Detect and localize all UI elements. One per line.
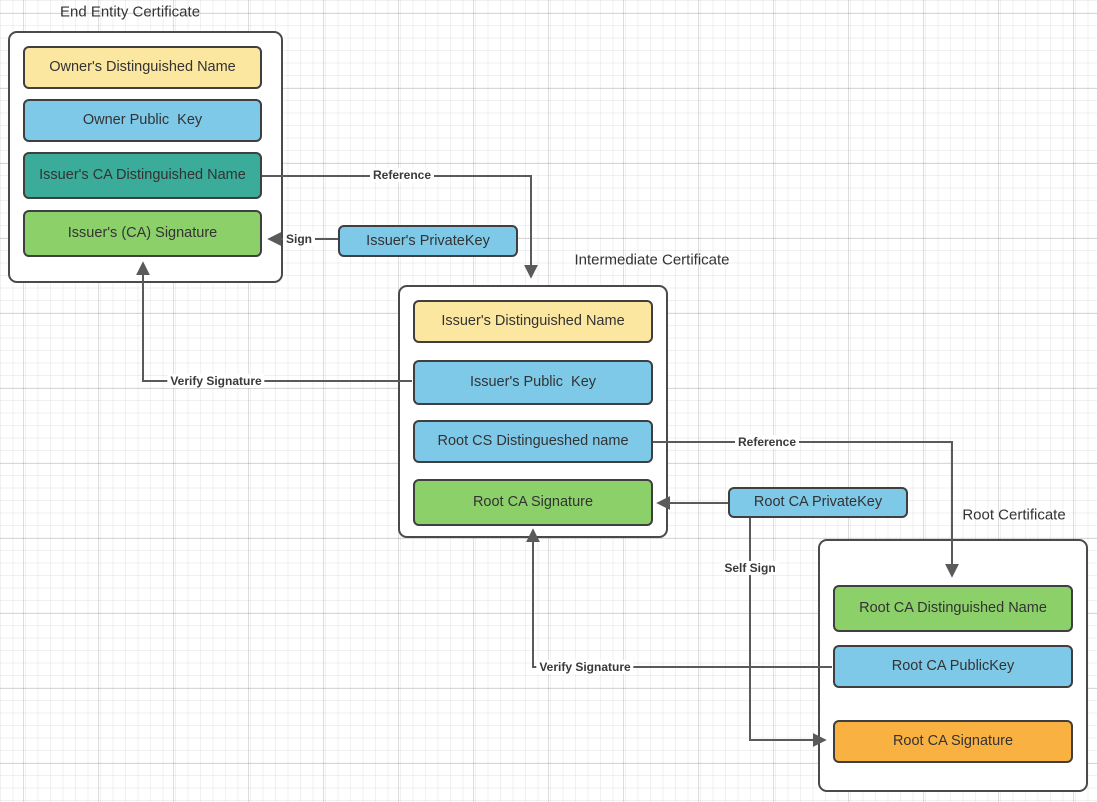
- edge-self-sign[interactable]: [749, 518, 827, 747]
- group-title-intermediate: Intermediate Certificate: [574, 251, 730, 269]
- group-title-end-entity: End Entity Certificate: [59, 3, 201, 21]
- node-issuers-distinguished-name[interactable]: Issuer's Distinguished Name: [413, 300, 653, 343]
- node-root-ca-signature-root[interactable]: Root CA Signature: [833, 720, 1073, 763]
- edge-label-reference-1: Reference: [369, 168, 435, 182]
- edge-label-verify-signature-1: Verify Signature: [167, 374, 265, 388]
- node-root-cs-distingueshed-name[interactable]: Root CS Distingueshed name: [413, 420, 653, 463]
- edge-label-self-sign: Self Sign: [721, 561, 779, 575]
- node-issuers-public-key[interactable]: Issuer's Public Key: [413, 360, 653, 405]
- node-root-ca-publickey[interactable]: Root CA PublicKey: [833, 645, 1073, 688]
- node-issuers-ca-distinguished-name[interactable]: Issuer's CA Distinguished Name: [23, 152, 262, 199]
- edge-label-reference-2: Reference: [734, 435, 800, 449]
- node-owner-public-key[interactable]: Owner Public Key: [23, 99, 262, 142]
- edge-verify-signature-intermediate[interactable]: [526, 528, 832, 668]
- node-root-ca-privatekey[interactable]: Root CA PrivateKey: [728, 487, 908, 518]
- edge-verify-signature-end-entity[interactable]: [136, 261, 412, 382]
- node-issuers-ca-signature[interactable]: Issuer's (CA) Signature: [23, 210, 262, 257]
- group-title-root: Root Certificate: [962, 506, 1066, 524]
- node-owners-distinguished-name[interactable]: Owner's Distinguished Name: [23, 46, 262, 89]
- node-root-ca-signature-intermediate[interactable]: Root CA Signature: [413, 479, 653, 526]
- edge-label-sign: Sign: [283, 232, 315, 246]
- edge-reference-to-intermediate[interactable]: [262, 175, 538, 279]
- node-root-ca-distinguished-name[interactable]: Root CA Distinguished Name: [833, 585, 1073, 632]
- edge-label-verify-signature-2: Verify Signature: [536, 660, 634, 674]
- node-issuers-privatekey[interactable]: Issuer's PrivateKey: [338, 225, 518, 257]
